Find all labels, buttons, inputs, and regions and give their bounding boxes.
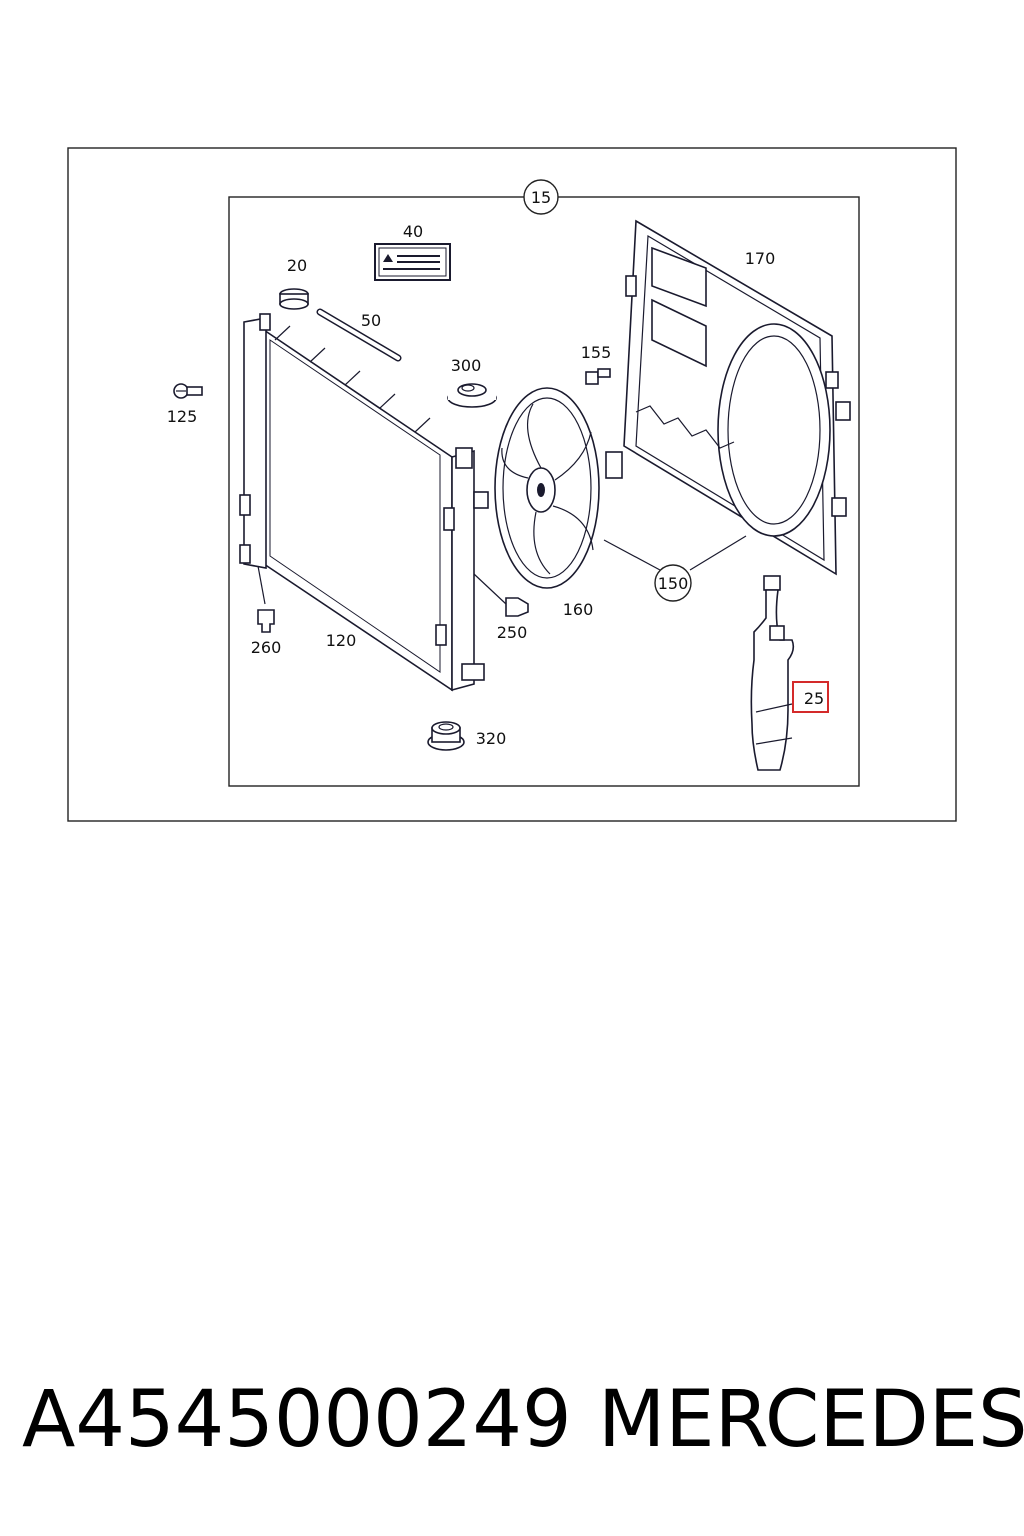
callout-150[interactable]: 150 xyxy=(654,564,692,602)
mount-300-part[interactable] xyxy=(447,383,497,408)
label-250: 250 xyxy=(497,623,528,642)
leader-150-b xyxy=(689,535,747,571)
label-170: 170 xyxy=(745,249,776,268)
label-25: 25 xyxy=(804,689,824,708)
screw-part[interactable] xyxy=(173,383,203,399)
label-155: 155 xyxy=(581,343,612,362)
fan-part[interactable] xyxy=(494,387,623,589)
brand-name: MERCEDES xyxy=(598,1375,1024,1465)
label-125: 125 xyxy=(167,407,198,426)
label-150: 150 xyxy=(658,574,689,593)
radiator-cap-part[interactable] xyxy=(279,288,309,310)
label-50: 50 xyxy=(361,311,381,330)
label-20: 20 xyxy=(287,256,307,275)
warning-label-part[interactable] xyxy=(374,243,451,281)
mount-320-part[interactable] xyxy=(427,721,465,751)
caption: A4545000249 MERCEDES xyxy=(0,1370,1024,1470)
label-120: 120 xyxy=(326,631,357,650)
clip-260-part[interactable] xyxy=(257,565,275,633)
rod-part[interactable] xyxy=(316,308,402,362)
leader-150-a xyxy=(603,539,661,571)
bracket-250-part[interactable] xyxy=(473,573,529,617)
expansion-tank-part[interactable] xyxy=(750,575,795,771)
label-260: 260 xyxy=(251,638,282,657)
callout-15[interactable]: 15 xyxy=(523,179,559,215)
label-300: 300 xyxy=(451,356,482,375)
label-320: 320 xyxy=(476,729,507,748)
highlighted-callout-25[interactable]: 25 xyxy=(792,681,829,713)
label-15: 15 xyxy=(531,188,551,207)
part-number: A4545000249 xyxy=(22,1375,572,1465)
fan-shroud-part[interactable] xyxy=(623,219,851,576)
label-160: 160 xyxy=(563,600,594,619)
radiator-part[interactable] xyxy=(239,313,489,692)
screw-155-part[interactable] xyxy=(585,368,611,385)
outer-frame xyxy=(67,147,957,822)
label-40: 40 xyxy=(403,222,423,241)
